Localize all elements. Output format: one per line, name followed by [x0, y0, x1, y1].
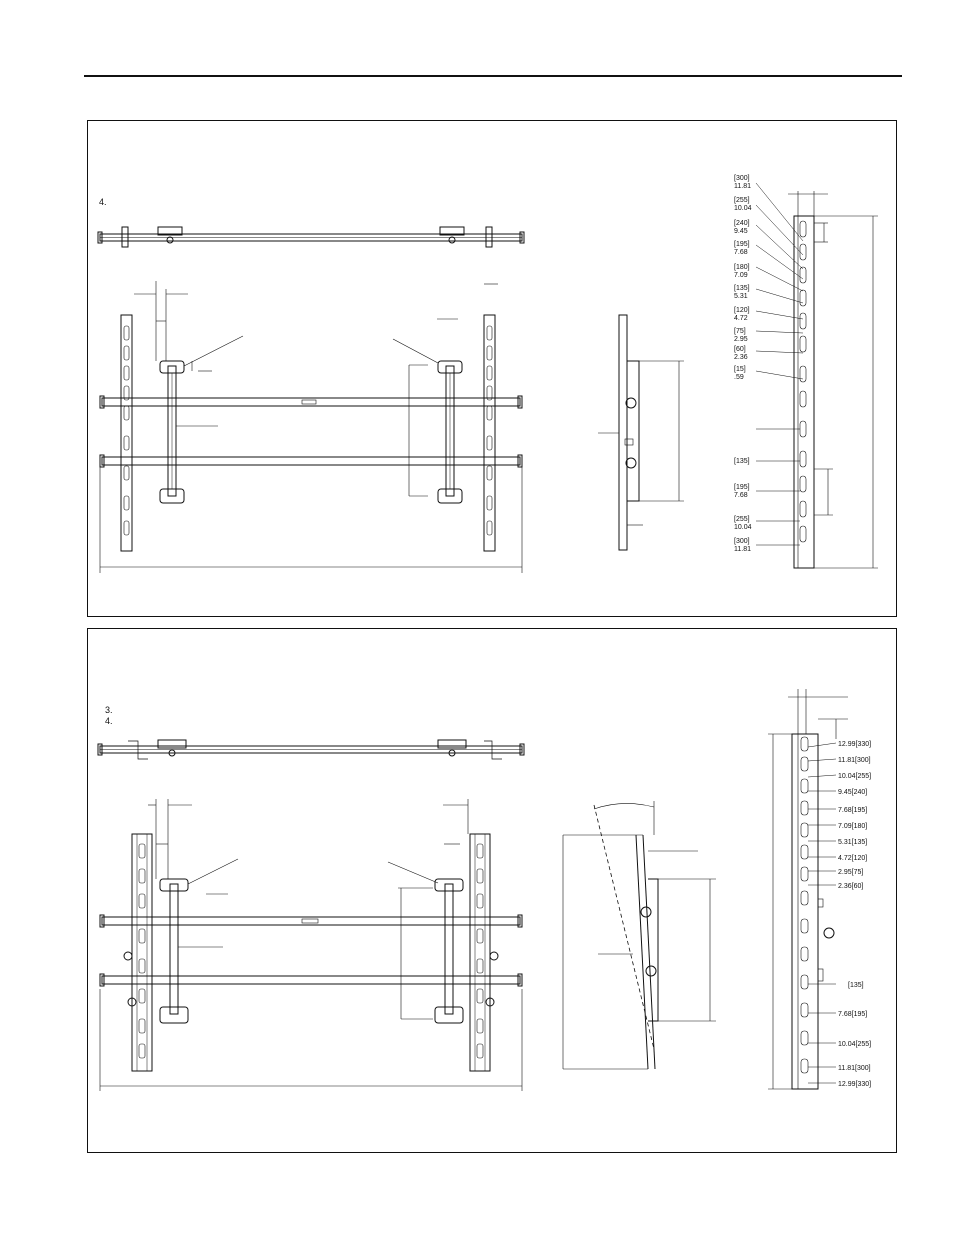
side-label: 2.36	[734, 354, 748, 361]
side-label: [135]	[734, 458, 750, 465]
side-label: [300]	[734, 175, 750, 182]
plan-view-bottom	[97, 739, 525, 760]
side-label: 9.45[240]	[838, 789, 867, 796]
side-label: [180]	[734, 264, 750, 271]
side-strip-leaders-bottom	[807, 742, 837, 1084]
side-label: [120]	[734, 307, 750, 314]
side-label: 11.81	[734, 546, 751, 553]
side-label: 7.68	[734, 492, 748, 499]
drawing-top-svg: 4.	[97, 175, 878, 573]
side-label: [195]	[734, 241, 750, 248]
front-view-dimensions-top	[99, 281, 523, 573]
side-label: 7.68	[734, 249, 748, 256]
side-label: [300]	[734, 538, 750, 545]
side-label: 2.36[60]	[838, 883, 863, 890]
side-label: 7.68[195]	[838, 807, 867, 814]
drawing-panel-bottom: 3. 4.	[87, 628, 897, 1153]
side-label: [240]	[734, 220, 750, 227]
side-label: 2.95[75]	[838, 869, 863, 876]
side-label: 7.09	[734, 272, 748, 279]
side-view-top	[598, 314, 684, 551]
tilt-side-view-bottom	[562, 801, 716, 1070]
side-label: 9.45	[734, 228, 748, 235]
front-view-top	[99, 314, 523, 552]
side-label: 4.72	[734, 315, 748, 322]
side-label: 10.04	[734, 205, 752, 212]
side-strip-top	[788, 191, 878, 569]
side-label: 12.99[330]	[838, 1081, 871, 1088]
side-label: [255]	[734, 197, 750, 204]
side-label: [75]	[734, 328, 746, 335]
side-label: 5.31[135]	[838, 839, 867, 846]
front-view-dimensions-bottom	[99, 799, 523, 1091]
drawing-panel-top: 4.	[87, 120, 897, 617]
side-label: [195]	[734, 484, 750, 491]
side-label: 12.99[330]	[838, 741, 871, 748]
side-label: 11.81	[734, 183, 751, 190]
side-label: 7.68[195]	[838, 1011, 867, 1018]
front-view-bottom	[99, 833, 523, 1072]
side-label: 5.31	[734, 293, 748, 300]
side-strip-labels-bottom: 12.99[330] 11.81[300] 10.04[255] 9.45[24…	[838, 741, 871, 1088]
side-label: [255]	[734, 516, 750, 523]
side-label: 10.04[255]	[838, 773, 871, 780]
plan-view-top	[97, 226, 525, 248]
header-rule	[84, 75, 902, 77]
side-label: [135]	[734, 285, 750, 292]
side-strip-labels-top: [300] 11.81 [255] 10.04 [240] 9.45 [195]…	[734, 175, 752, 553]
step-number-4: 4.	[99, 197, 107, 207]
side-label: 4.72[120]	[838, 855, 867, 862]
side-label: [135]	[848, 982, 864, 989]
side-label: 10.04	[734, 524, 752, 531]
side-label: 10.04[255]	[838, 1041, 871, 1048]
step-number-4: 4.	[105, 716, 113, 726]
side-strip-bottom	[768, 689, 848, 1090]
side-label: 11.81[300]	[838, 757, 871, 764]
side-strip-leaders-top	[755, 182, 804, 546]
side-label: [60]	[734, 346, 746, 353]
side-label: 2.95	[734, 336, 748, 343]
side-label: .59	[734, 374, 744, 381]
drawing-bottom-svg: 3. 4.	[97, 689, 871, 1091]
side-label: 7.09[180]	[838, 823, 867, 830]
side-label: 11.81[300]	[838, 1065, 871, 1072]
side-label: [15]	[734, 366, 746, 373]
step-number-3: 3.	[105, 705, 113, 715]
